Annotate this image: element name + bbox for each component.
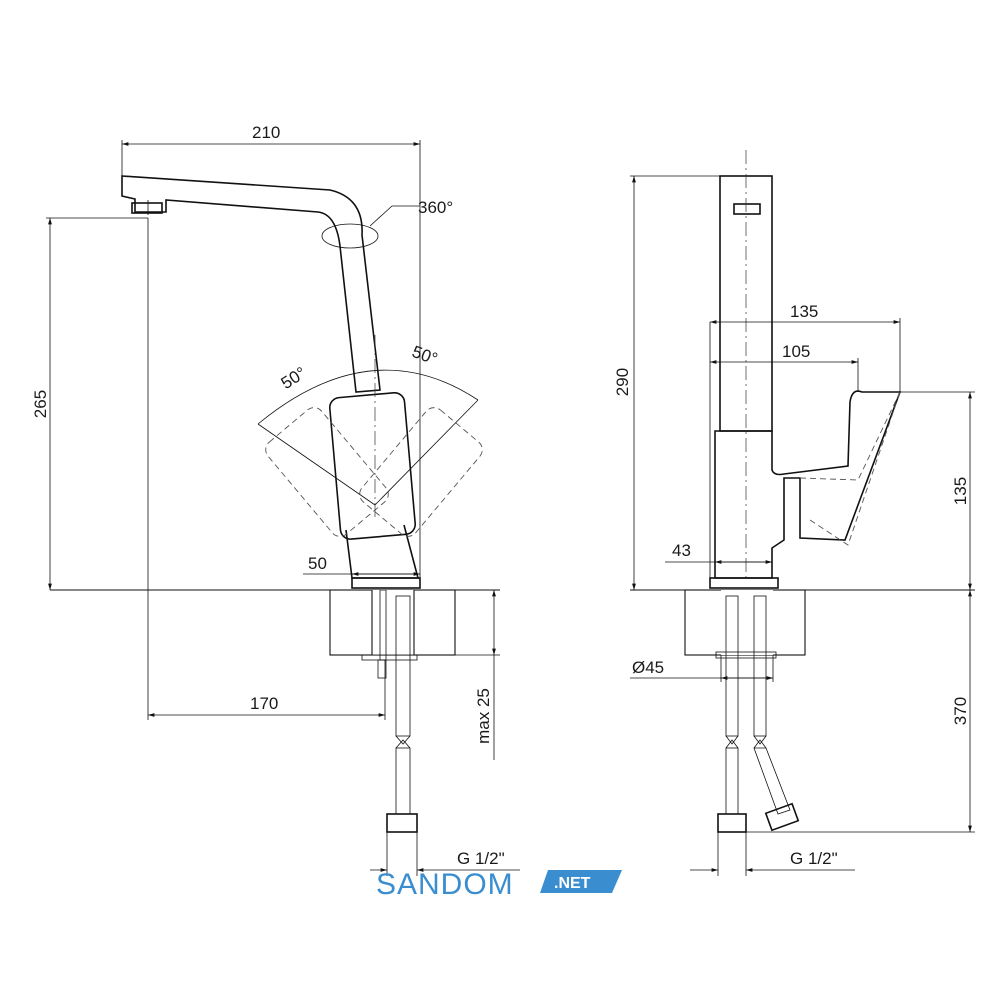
faucet-body [345,524,420,579]
spout [121,175,381,393]
side-hose-nut-right [764,802,800,832]
logo-net-text: .NET [554,875,591,892]
side-hose-nut-left [717,813,747,833]
side-lever-alt-position [799,391,901,546]
sandom-logo: SANDOM .NET [376,868,622,901]
mount-washer [361,654,418,661]
lever-left-position [265,407,389,537]
rotation-label: 360° [418,198,453,217]
front-thread-label: G 1/2" [457,849,505,868]
lever [328,391,417,540]
logo-net-badge [540,870,622,893]
dim-spout-height: 265 [31,390,50,418]
dim-lever-offset: 105 [782,342,810,361]
rotation-ellipse [321,223,379,249]
lever-left-angle-label: 50° [278,363,310,393]
dim-spout-width: 210 [252,123,280,142]
side-base-plate [709,577,779,589]
hose-nut [386,813,418,833]
logo-main-text: SANDOM [376,868,514,901]
hose-lower [395,747,411,815]
side-hose-right [753,595,767,737]
side-hose-left [725,595,739,737]
dim-hose-length: 370 [951,697,970,725]
aerator [131,202,163,214]
dim-total-height: 290 [613,368,632,396]
dim-lever-height: 135 [951,477,970,505]
dim-body-width: 43 [672,541,691,560]
dim-reach: 170 [250,694,278,713]
side-aerator [733,203,761,215]
dim-base-width: 50 [308,554,327,573]
hose-upper [395,595,411,737]
lever-right-position [359,407,483,537]
dim-max-mount: max 25 [474,688,493,744]
side-faucet-body [714,390,902,579]
dim-hole-diameter: Ø45 [632,658,664,677]
base-plate [351,577,421,589]
side-view: 290 135 105 135 43 Ø45 370 G 1/2" [613,150,975,876]
lever-right-angle-label: 50° [410,342,441,369]
side-thread-label: G 1/2" [790,849,838,868]
front-view: 360° 50° 50° 210 265 [31,123,520,876]
dim-lever-reach: 135 [790,302,818,321]
mount-hole [372,590,414,655]
